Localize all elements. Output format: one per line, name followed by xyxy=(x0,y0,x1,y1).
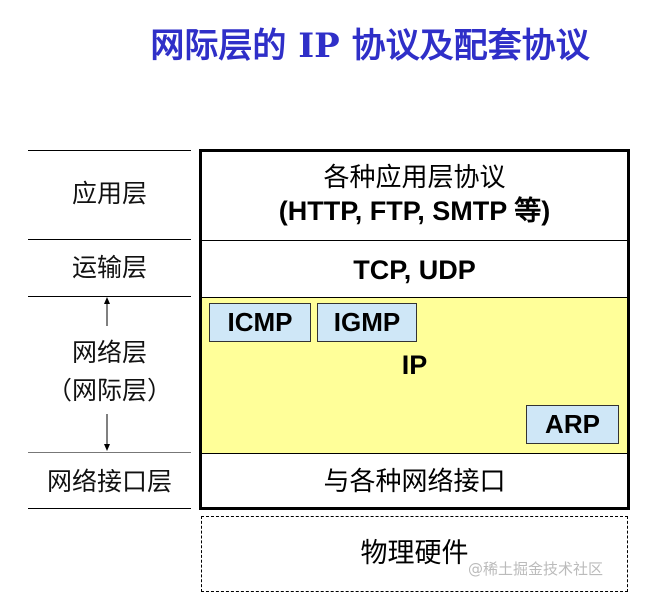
protocol-stack: 各种应用层协议 (HTTP, FTP, SMTP 等) TCP, UDP ICM… xyxy=(199,149,630,510)
layer-transport: 运输层 xyxy=(71,253,147,282)
divider xyxy=(28,239,191,240)
title: 网际层的 IP 协议及配套协议 xyxy=(150,26,590,66)
physical-hardware: 物理硬件 xyxy=(201,516,628,592)
divider xyxy=(28,508,191,509)
layer-network-alt: （网际层） xyxy=(46,376,172,405)
icmp-box: ICMP xyxy=(209,303,311,342)
application-row: 各种应用层协议 (HTTP, FTP, SMTP 等) xyxy=(202,152,627,241)
divider xyxy=(28,452,191,453)
application-protocols: 各种应用层协议 xyxy=(323,163,506,193)
arp-box: ARP xyxy=(526,405,619,444)
divider xyxy=(28,150,191,151)
layer-application: 应用层 xyxy=(71,179,147,208)
igmp-box: IGMP xyxy=(317,303,417,342)
ip-label: IP xyxy=(401,350,428,380)
application-protocol-list: (HTTP, FTP, SMTP 等) xyxy=(278,196,551,226)
watermark: @稀土掘金技术社区 xyxy=(468,560,604,578)
layer-link: 网络接口层 xyxy=(46,467,172,496)
arrow-icon xyxy=(104,297,110,451)
network-row: ICMP IGMP IP ARP xyxy=(202,298,627,454)
transport-row: TCP, UDP xyxy=(202,241,627,298)
divider xyxy=(28,296,191,297)
link-row: 与各种网络接口 xyxy=(323,467,506,497)
layer-network: 网络层 xyxy=(71,338,147,367)
